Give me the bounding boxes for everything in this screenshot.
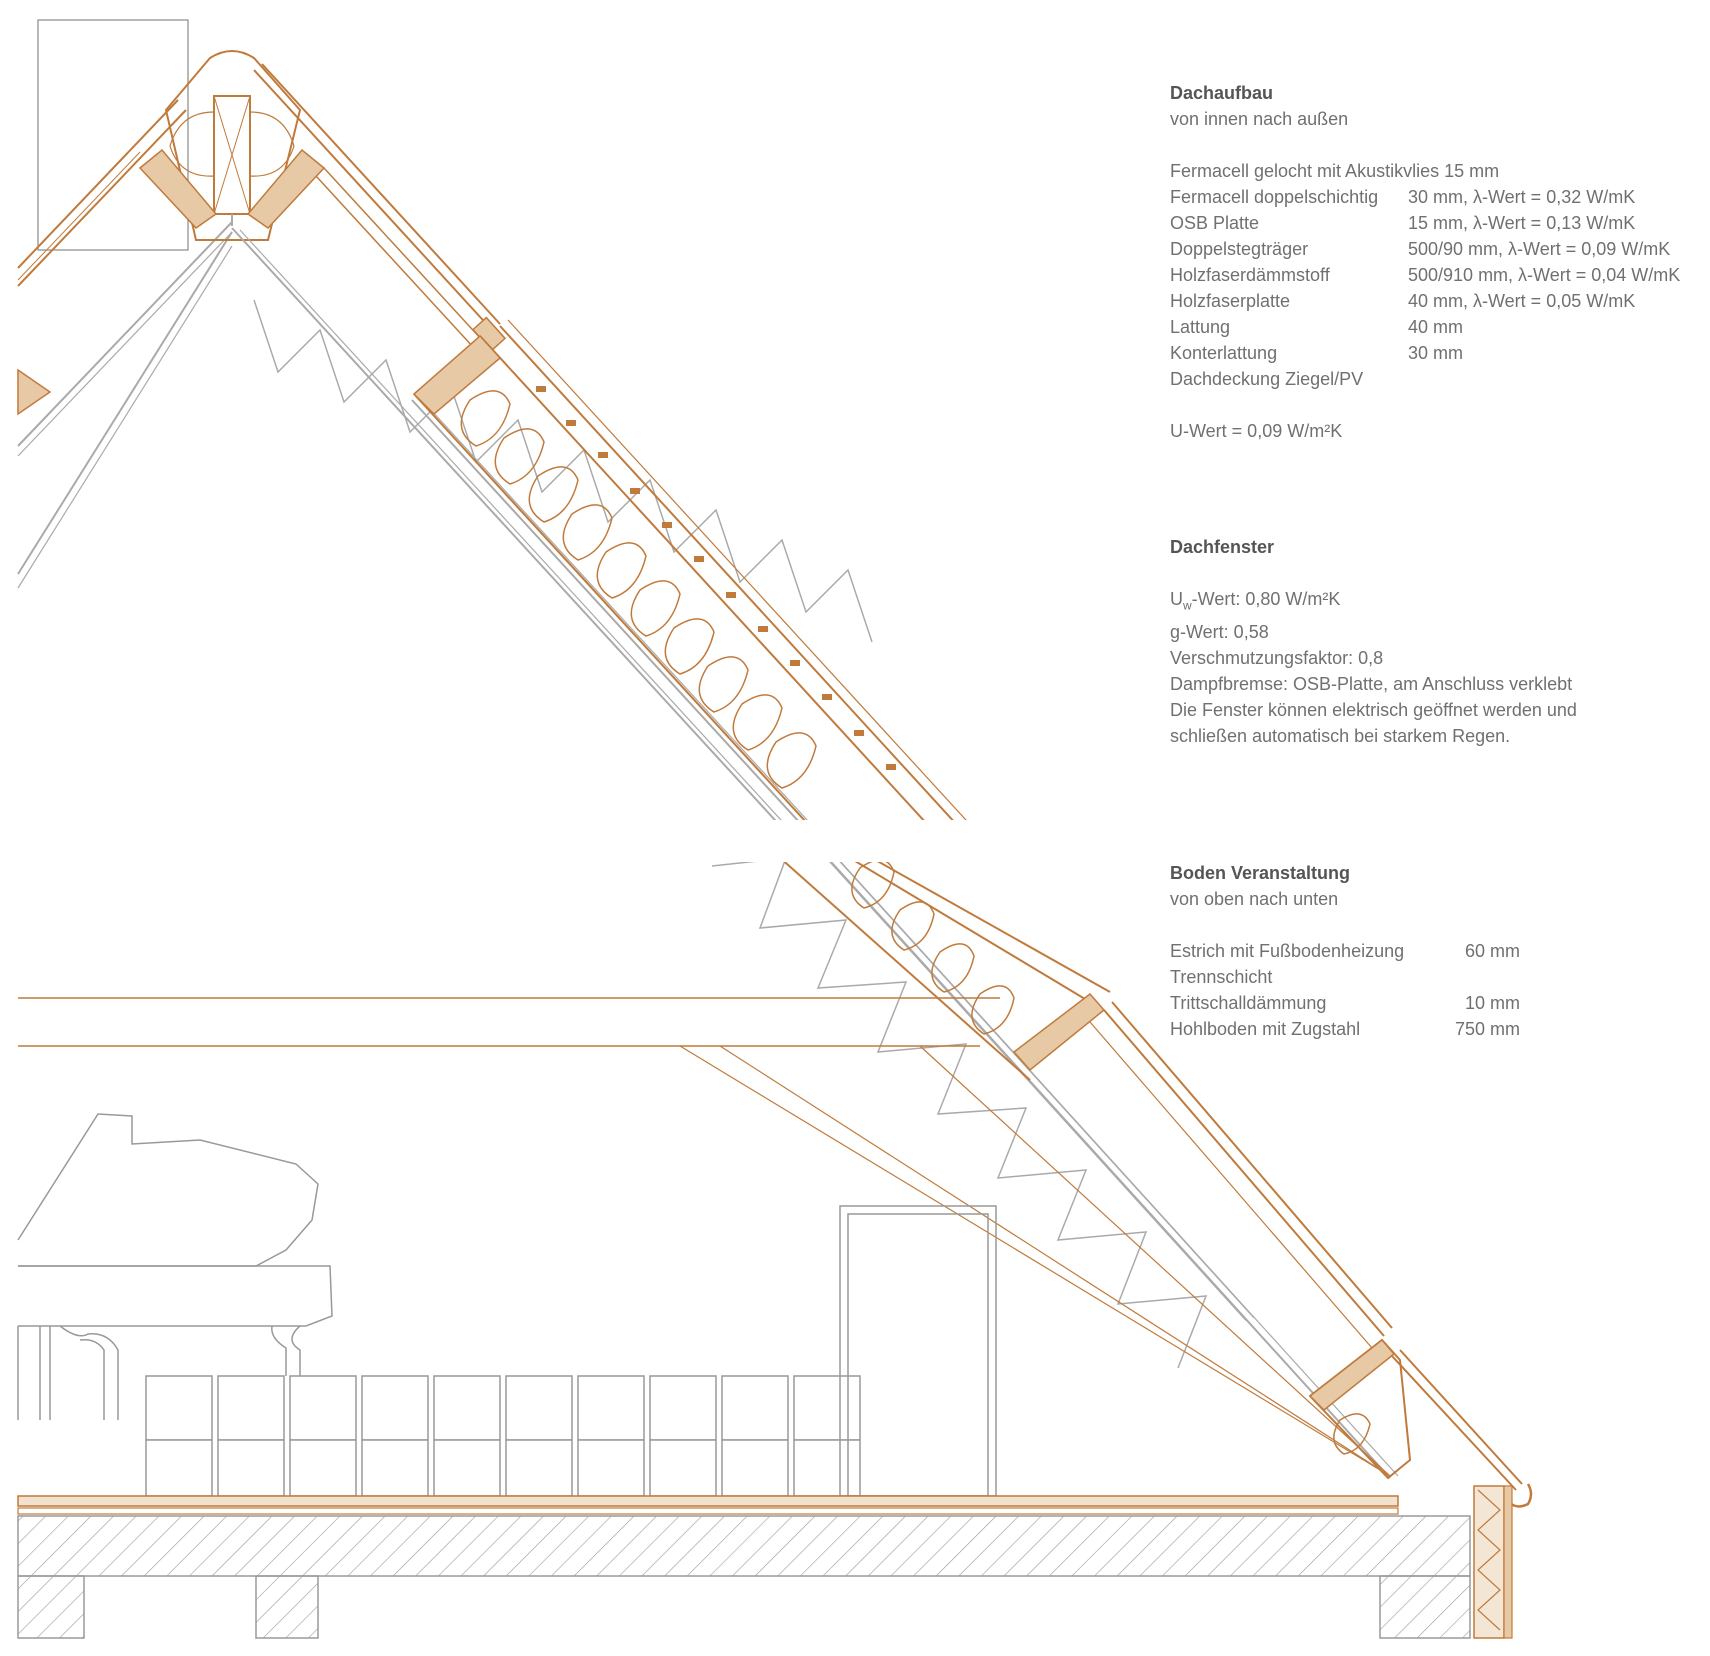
chair (217, 1375, 285, 1497)
ridge-detail (138, 50, 326, 241)
window-line: schließen automatisch bei starkem Regen. (1170, 725, 1511, 746)
chair (577, 1375, 645, 1497)
roof-window-panel: Dachfenster Uw-Wert: 0,80 W/m²K g-Wert: … (1170, 534, 1690, 749)
chair (649, 1375, 717, 1497)
window-uw-value: Uw-Wert: 0,80 W/m²K (1170, 589, 1341, 613)
roof-upper-section (17, 50, 507, 589)
floor-layer: Trennschicht (1170, 967, 1273, 987)
chair (145, 1375, 213, 1497)
left-roof-slope (17, 99, 233, 589)
chair (505, 1375, 573, 1497)
roof-u-value: U-Wert = 0,09 W/m²K (1170, 421, 1343, 441)
window-line: Die Fenster können elektrisch geöffnet w… (1170, 699, 1577, 720)
tie-beams (18, 997, 1391, 1477)
roof-buildup-panel: Dachaufbau von innen nach außen Fermacel… (1170, 80, 1690, 444)
roof-title: Dachaufbau (1170, 83, 1274, 103)
floor-buildup (17, 1495, 1471, 1639)
floor-title: Boden Veranstaltung (1170, 863, 1351, 883)
roof-subtitle: von innen nach außen (1170, 109, 1349, 129)
chair (361, 1375, 429, 1497)
window-title: Dachfenster (1170, 537, 1275, 557)
chair (433, 1375, 501, 1497)
floor-buildup-panel: Boden Veranstaltung von oben nach unten … (1170, 860, 1690, 1042)
outer-wall (1473, 1485, 1513, 1639)
roof-layer: Dachdeckung Ziegel/PV (1170, 369, 1364, 389)
roof-layer-first: Fermacell gelocht mit Akustikvlies 15 mm (1170, 161, 1500, 181)
main-roof-slope (231, 227, 1533, 1508)
grand-piano (17, 1113, 333, 1420)
window-line: Dampfbremse: OSB-Platte, am Anschluss ve… (1170, 673, 1573, 694)
door (839, 1205, 997, 1497)
chimney (37, 19, 189, 251)
chair (793, 1375, 861, 1497)
upper-roof-window (253, 63, 507, 352)
window-line: g-Wert: 0,58 (1170, 621, 1269, 642)
audience-chairs (145, 1375, 861, 1497)
window-line: Verschmutzungsfaktor: 0,8 (1170, 647, 1384, 668)
floor-subtitle: von oben nach unten (1170, 889, 1339, 909)
chair (289, 1375, 357, 1497)
chair (721, 1375, 789, 1497)
